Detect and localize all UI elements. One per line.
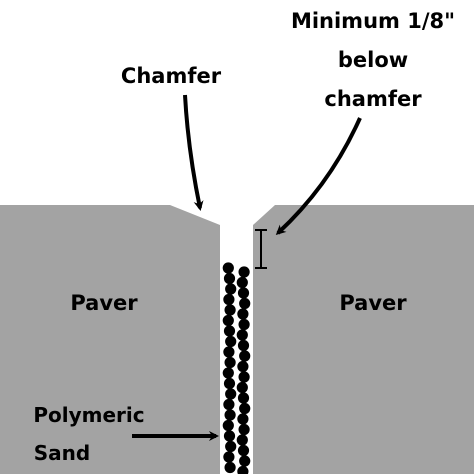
sand-particle (239, 402, 251, 415)
sand-particle (239, 350, 251, 362)
polymeric-sand-particles (222, 262, 251, 474)
sand-particle (236, 276, 248, 289)
sand-particle (223, 377, 236, 390)
sand-particle (237, 465, 249, 474)
sand-label-line2: Sand (34, 441, 90, 465)
sand-particle (222, 314, 234, 327)
sand-particle (224, 304, 236, 316)
sand-particle (238, 266, 250, 278)
sand-particle (223, 272, 236, 285)
minimum-depth-arrow (275, 117, 362, 236)
sand-particle (225, 440, 237, 453)
paver-right-label: Paver (339, 291, 407, 315)
sand-particle (237, 444, 250, 457)
paver-right-block (253, 205, 474, 474)
sand-particle (236, 434, 248, 446)
depth-dimension-marker (255, 229, 267, 269)
sand-particle (239, 455, 251, 467)
chamfer-arrow (183, 94, 204, 211)
sand-particle (225, 388, 237, 400)
sand-particle (222, 367, 234, 379)
sand-particle (238, 318, 250, 331)
sand-particle (238, 423, 250, 436)
sand-particle (238, 371, 250, 383)
sand-particle (225, 335, 237, 348)
sand-particle (237, 287, 250, 299)
minimum-label-line1: Minimum 1/8" (291, 9, 455, 33)
sand-particle (223, 325, 236, 337)
sand-particle (224, 409, 236, 421)
sand-particle (237, 392, 250, 404)
chamfer-label: Chamfer (121, 64, 222, 88)
sand-particle (223, 430, 236, 442)
sand-particle (222, 262, 234, 274)
minimum-label-line2: below (338, 48, 408, 72)
sand-particle (237, 360, 249, 373)
sand-particle (225, 283, 237, 295)
sand-particle (224, 461, 236, 474)
sand-particle (237, 413, 249, 425)
sand-particle (237, 339, 250, 352)
sand-particle (222, 419, 234, 432)
sand-particle (239, 297, 251, 310)
sand-particle (223, 451, 235, 463)
sand-particle (223, 398, 235, 411)
sand-label-line1: Polymeric (33, 403, 144, 427)
sand-particle (236, 381, 248, 394)
sand-particle (224, 356, 236, 369)
sand-particle (223, 293, 235, 306)
paver-left-block (0, 205, 220, 474)
sand-particle (237, 308, 249, 320)
paver-left-label: Paver (70, 291, 138, 315)
sand-particle (223, 346, 235, 358)
minimum-label-line3: chamfer (324, 87, 422, 111)
sand-particle (236, 329, 248, 341)
